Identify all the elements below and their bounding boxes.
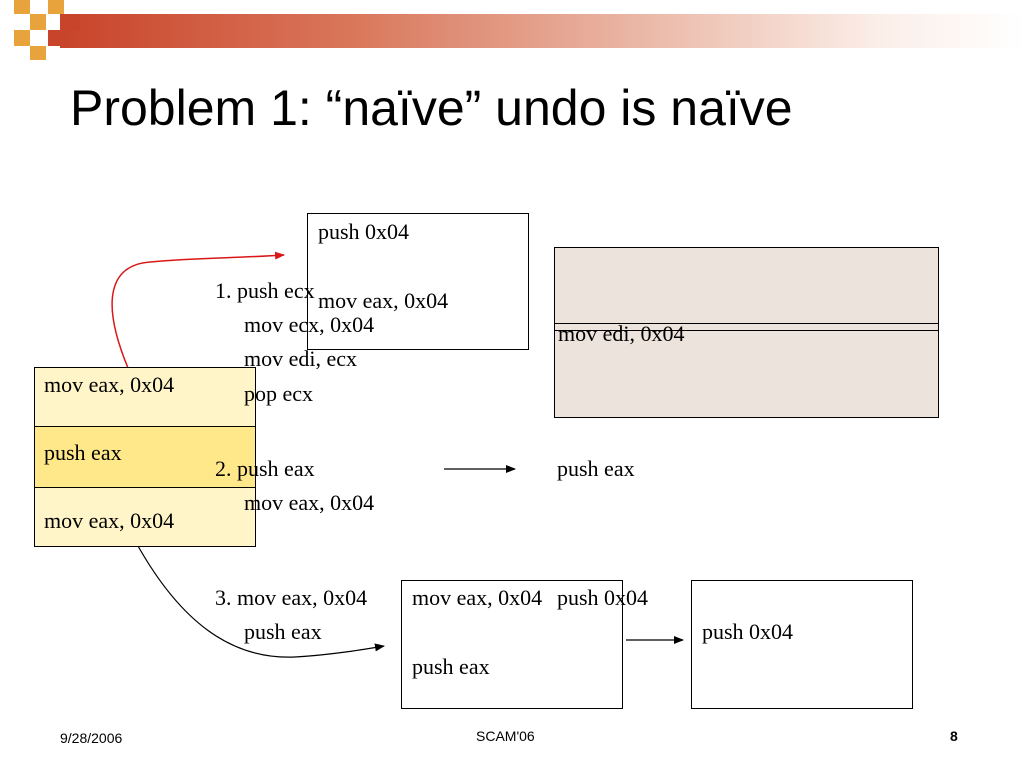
seq1-result-box xyxy=(554,247,939,418)
seq1-result-divider xyxy=(554,323,939,331)
seq1-line-1: 1. push ecx xyxy=(215,278,315,303)
stack-cell-highlighted: push eax xyxy=(34,426,256,488)
seq1-box-line-1: push 0x04 xyxy=(318,219,410,244)
seq1-result-text: mov edi, 0x04 xyxy=(558,321,685,346)
footer-conference: SCAM'06 xyxy=(476,728,535,744)
footer-page-number: 8 xyxy=(950,728,958,744)
seq3-result-box xyxy=(691,580,913,709)
slide-title: Problem 1: “naïve” undo is naïve xyxy=(70,80,793,136)
seq2-line-1: 2. push eax xyxy=(215,456,315,481)
seq1-line-2: mov ecx, 0x04 xyxy=(244,312,375,337)
seq3-line-2: push eax xyxy=(244,619,322,644)
black-curve-arrow xyxy=(137,545,385,658)
seq2-result-text: push eax xyxy=(557,456,635,481)
seq1-box-line-2: mov eax, 0x04 xyxy=(318,288,449,313)
red-curve-arrow xyxy=(111,251,285,369)
header-gradient-bar xyxy=(60,14,1024,48)
seq2-line-2: mov eax, 0x04 xyxy=(244,490,375,515)
seq1-line-4: pop ecx xyxy=(244,381,314,406)
seq1-source-box xyxy=(307,213,529,350)
seq3-line-1c: push 0x04 xyxy=(557,585,649,610)
seq3-line-1a: 3. mov eax, 0x04 xyxy=(215,585,368,610)
seq1-line-3: mov edi, ecx xyxy=(244,346,358,371)
stack-cell-top: mov eax, 0x04 xyxy=(34,367,256,427)
seq3-box-text: push eax xyxy=(412,654,490,679)
seq3-source-box xyxy=(401,580,623,709)
footer-date: 9/28/2006 xyxy=(60,730,123,746)
seq3-result-text: push 0x04 xyxy=(702,619,794,644)
header-squares-logo xyxy=(0,0,80,62)
seq3-line-1b: mov eax, 0x04 xyxy=(412,585,543,610)
stack-cell-bottom: mov eax, 0x04 xyxy=(34,487,256,547)
